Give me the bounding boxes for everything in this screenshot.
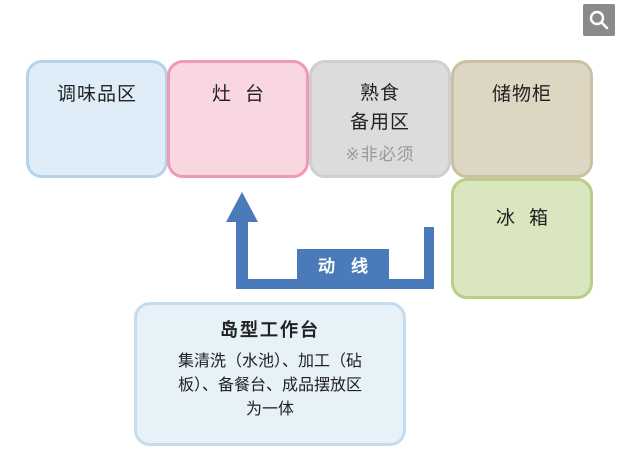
zone-storage-cabinet: 储物柜 xyxy=(451,60,593,178)
flow-label-box xyxy=(297,249,389,279)
zone-seasoning: 调味品区 xyxy=(26,60,168,178)
zone-stove: 灶台 xyxy=(167,60,309,178)
island-workbench-desc-line2: 板）、备餐台、成品摆放区 xyxy=(177,375,362,394)
zone-cooked-food-label-line2: 备用区 xyxy=(349,111,410,133)
flow-arrow-path xyxy=(226,192,434,289)
island-workbench-desc-line3: 为一体 xyxy=(245,399,294,418)
island-workbench-desc-line1: 集清洗（水池）、加工（砧 xyxy=(177,351,362,370)
search-icon xyxy=(589,10,609,30)
zone-fridge-label: 冰箱 xyxy=(495,207,562,229)
zone-cooked-food-note: ※非必须 xyxy=(345,145,415,165)
zone-storage-cabinet-label: 储物柜 xyxy=(491,83,552,105)
search-button[interactable] xyxy=(583,4,615,36)
zone-cooked-food-label-line1: 熟食 xyxy=(359,82,400,104)
island-workbench-title: 岛型工作台 xyxy=(220,320,320,341)
zone-stove-label: 灶台 xyxy=(211,83,278,105)
zone-seasoning-label: 调味品区 xyxy=(56,83,137,105)
island-workbench: 岛型工作台 集清洗（水池）、加工（砧 板）、备餐台、成品摆放区 为一体 xyxy=(134,302,406,446)
zone-fridge: 冰箱 xyxy=(451,178,593,299)
zone-cooked-food: 熟食 备用区 ※非必须 xyxy=(309,60,451,178)
flow-label: 动线 xyxy=(318,256,384,277)
